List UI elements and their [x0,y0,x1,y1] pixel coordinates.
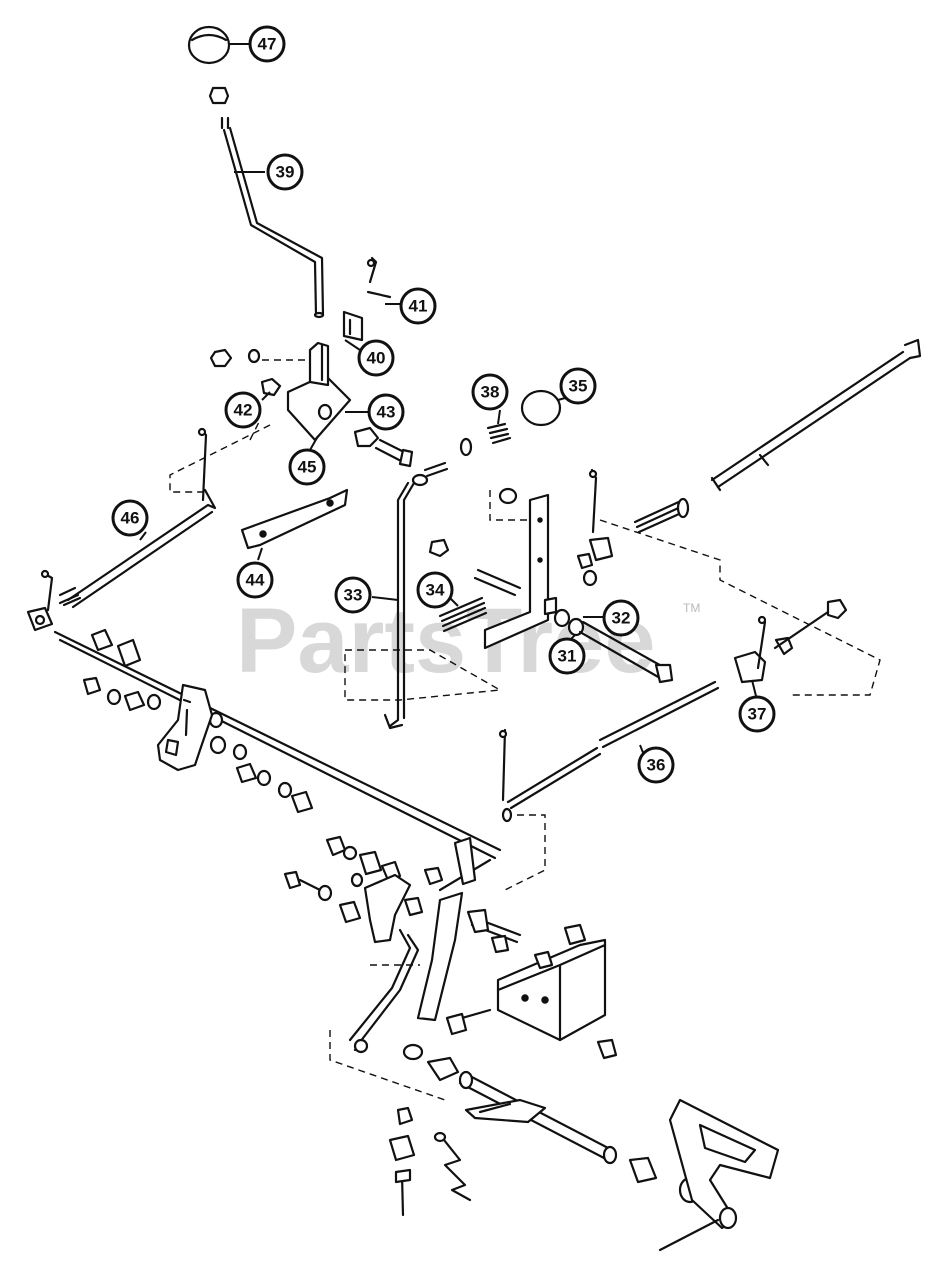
spring-upper [633,497,690,534]
clevis-right [576,468,614,587]
lower-bracket [445,908,618,1060]
callout-45[interactable]: 45 [288,448,326,486]
svg-text:31: 31 [558,647,577,666]
bottom-small-parts [388,1106,472,1217]
callout-39[interactable]: 39 [266,153,304,191]
svg-text:44: 44 [246,571,265,590]
callout-31[interactable]: 31 [548,637,586,675]
leader-lines [139,43,757,761]
svg-text:43: 43 [377,403,396,422]
pedal-shaft [402,1043,780,1252]
callout-41[interactable]: 41 [399,287,437,325]
hardware-top [209,348,414,468]
control-rod [58,427,217,609]
svg-text:40: 40 [367,349,386,368]
svg-text:32: 32 [612,609,631,628]
lower-hardware [283,835,444,924]
svg-text:45: 45 [298,458,317,477]
lower-arms [348,836,477,1054]
adjusting-rod [498,680,720,823]
svg-text:34: 34 [426,581,445,600]
callout-32[interactable]: 32 [602,599,640,637]
washer-bushing [553,608,674,684]
callouts: 47 39 41 40 42 43 45 38 35 46 44 33 34 3… [111,25,776,784]
svg-text:46: 46 [121,509,140,528]
svg-text:36: 36 [647,756,666,775]
callout-33[interactable]: 33 [334,576,372,614]
lever-bracket [342,310,364,342]
svg-text:42: 42 [234,401,253,420]
callout-47[interactable]: 47 [248,25,286,63]
callout-40[interactable]: 40 [357,339,395,377]
spring-38 [459,422,512,457]
clevis-pin [366,256,392,299]
svg-text:37: 37 [748,705,767,724]
left-clevis [26,569,54,632]
svg-text:33: 33 [344,586,363,605]
long-rod [710,338,922,492]
spring-34 [428,538,522,633]
shaft-bushings [82,628,314,814]
watermark-text: PartsTree [236,590,655,692]
lever-rod [383,461,449,730]
shift-knob [187,25,231,105]
svg-text:38: 38 [481,383,500,402]
center-bracket [483,487,558,650]
watermark: PartsTree TM [236,590,700,692]
callout-34[interactable]: 34 [416,571,454,609]
washer-disc-35 [520,389,562,427]
callout-35[interactable]: 35 [559,367,597,405]
shift-lever [220,116,325,319]
callout-46[interactable]: 46 [111,499,149,537]
svg-text:35: 35 [569,377,588,396]
callout-43[interactable]: 43 [367,393,405,431]
link-strap [240,488,349,550]
swivel [733,598,848,684]
svg-text:39: 39 [276,163,295,182]
watermark-tm: TM [683,601,700,615]
callout-42[interactable]: 42 [224,391,262,429]
callout-36[interactable]: 36 [637,746,675,784]
sector-plate [156,683,214,772]
callout-44[interactable]: 44 [236,561,274,599]
callout-37[interactable]: 37 [738,695,776,733]
lever-plate [286,341,352,442]
svg-text:41: 41 [409,297,428,316]
svg-text:47: 47 [258,35,277,54]
callout-38[interactable]: 38 [471,373,509,411]
